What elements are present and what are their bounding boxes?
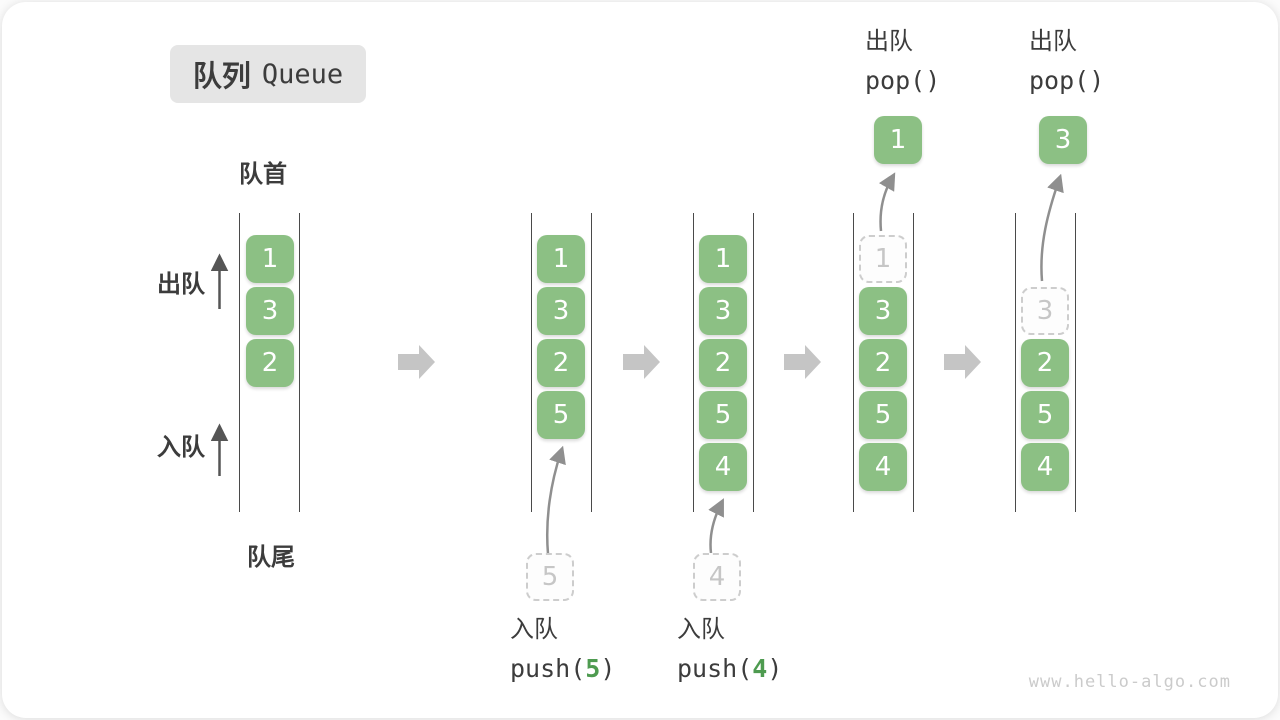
queue-item-ghost: 3 bbox=[1021, 287, 1069, 335]
transition-arrow-icon-1 bbox=[398, 345, 435, 379]
label-enqueue-direction: 入队 bbox=[157, 434, 205, 461]
watermark: www.hello-algo.com bbox=[1028, 672, 1231, 692]
push-code-close: ) bbox=[600, 654, 616, 683]
queue-item: 3 bbox=[537, 287, 585, 335]
push-arg: 4 bbox=[752, 654, 768, 683]
queue-item: 4 bbox=[1021, 443, 1069, 491]
queue-item: 1 bbox=[246, 235, 294, 283]
queue-column-1 bbox=[239, 213, 300, 512]
queue-item: 3 bbox=[699, 287, 747, 335]
queue-column-3 bbox=[693, 213, 754, 512]
transition-arrow-icon-2 bbox=[623, 345, 660, 379]
queue-item: 2 bbox=[246, 339, 294, 387]
queue-column-4 bbox=[853, 213, 914, 512]
push-code: push(4) bbox=[677, 654, 782, 683]
queue-item: 1 bbox=[699, 235, 747, 283]
push-annotation-5: 入队 push(5) bbox=[510, 614, 615, 683]
queue-item: 4 bbox=[859, 443, 907, 491]
queue-item-ghost: 1 bbox=[859, 235, 907, 283]
queue-item: 2 bbox=[1021, 339, 1069, 387]
title-box: 队列 Queue bbox=[170, 45, 366, 103]
pop-annotation-2: 出队 pop() bbox=[1029, 26, 1104, 95]
pop-label: 出队 bbox=[1029, 28, 1077, 55]
label-queue-front: 队首 bbox=[239, 161, 287, 188]
transition-arrow-icon-4 bbox=[944, 345, 981, 379]
popped-item: 1 bbox=[874, 116, 922, 164]
queue-item: 3 bbox=[246, 287, 294, 335]
transition-arrow-icon-3 bbox=[784, 345, 821, 379]
push-annotation-4: 入队 push(4) bbox=[677, 614, 782, 683]
queue-item: 2 bbox=[537, 339, 585, 387]
incoming-item-ghost: 5 bbox=[526, 553, 574, 601]
queue-item: 2 bbox=[699, 339, 747, 387]
queue-item: 5 bbox=[537, 391, 585, 439]
enqueue-path-arrow-icon-push4 bbox=[708, 498, 724, 554]
dequeue-path-arrow-icon-pop2 bbox=[1040, 173, 1064, 282]
pop-code: pop() bbox=[1029, 66, 1105, 95]
push-code: push(5) bbox=[510, 654, 615, 683]
queue-item: 5 bbox=[699, 391, 747, 439]
popped-item: 3 bbox=[1039, 116, 1087, 164]
push-arg: 5 bbox=[585, 654, 601, 683]
queue-item: 2 bbox=[859, 339, 907, 387]
queue-item: 5 bbox=[859, 391, 907, 439]
queue-column-5 bbox=[1015, 213, 1076, 512]
label-queue-rear: 队尾 bbox=[247, 544, 295, 571]
push-code-open: push( bbox=[510, 654, 586, 683]
pop-label: 出队 bbox=[865, 28, 913, 55]
enqueue-path-arrow-icon-push5 bbox=[545, 445, 566, 555]
push-code-open: push( bbox=[677, 654, 753, 683]
incoming-item-ghost: 4 bbox=[693, 553, 741, 601]
title-en: Queue bbox=[261, 58, 344, 90]
queue-item: 1 bbox=[537, 235, 585, 283]
pop-code: pop() bbox=[865, 66, 941, 95]
push-label: 入队 bbox=[510, 616, 558, 643]
title-zh: 队列 bbox=[192, 61, 251, 93]
label-dequeue-direction: 出队 bbox=[157, 271, 205, 298]
push-label: 入队 bbox=[677, 616, 725, 643]
pop-annotation-1: 出队 pop() bbox=[865, 26, 940, 95]
push-code-close: ) bbox=[767, 654, 783, 683]
queue-item: 4 bbox=[699, 443, 747, 491]
queue-item: 5 bbox=[1021, 391, 1069, 439]
queue-column-2 bbox=[531, 213, 592, 512]
dequeue-path-arrow-icon-pop1 bbox=[878, 172, 896, 232]
queue-item: 3 bbox=[859, 287, 907, 335]
